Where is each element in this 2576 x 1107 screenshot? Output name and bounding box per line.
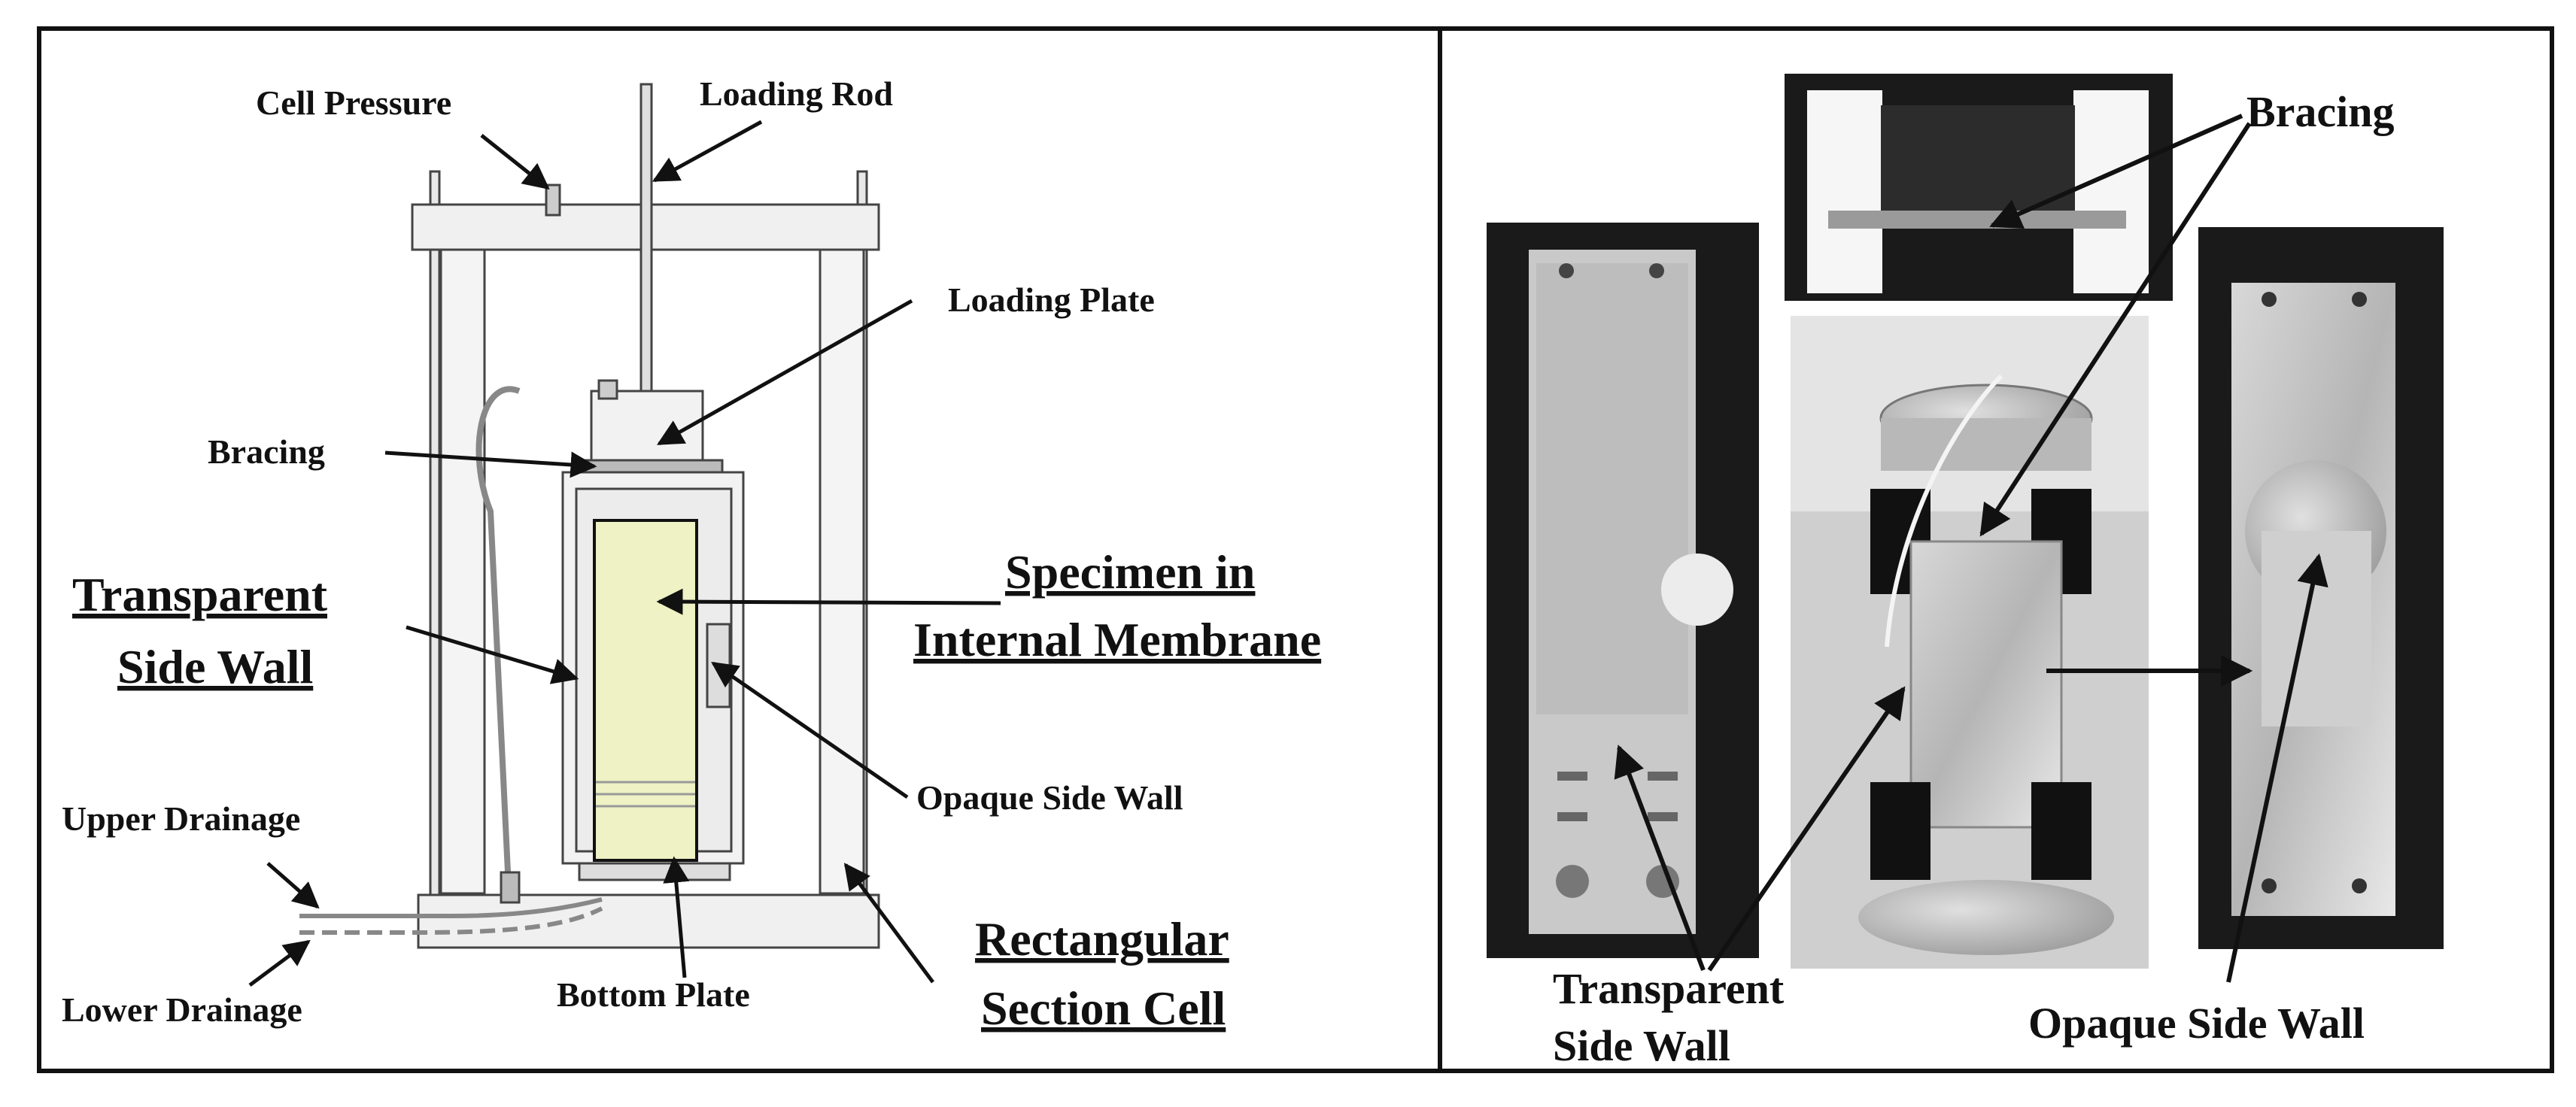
- right-labels: Bracing Transparent Side Wall Opaque Sid…: [1553, 87, 2395, 1070]
- label-specimen-line1: Specimen in: [1005, 545, 1255, 599]
- label-bracing-left: Bracing: [208, 432, 325, 471]
- label-opaque-side-wall-left: Opaque Side Wall: [916, 778, 1183, 817]
- photo-bracing: [1785, 74, 2173, 301]
- right-panel-border: [1438, 26, 2554, 1073]
- loading-plate: [590, 390, 704, 462]
- label-lower-drainage: Lower Drainage: [62, 990, 302, 1029]
- left-labels: Cell Pressure Loading Rod Loading Plate …: [62, 74, 1321, 1035]
- bottom-plate: [578, 862, 731, 881]
- right-arrows: [1614, 114, 2328, 983]
- label-opaque-side-wall-right: Opaque Side Wall: [2028, 999, 2365, 1048]
- cell-schematic: [299, 83, 880, 949]
- photo-transparent-side-wall: [1487, 223, 1759, 958]
- label-upper-drainage: Upper Drainage: [62, 799, 300, 838]
- base-plate: [417, 893, 880, 949]
- drainage-tube: [475, 386, 521, 888]
- left-arrows: [248, 120, 1001, 987]
- specimen: [593, 519, 698, 862]
- label-cell-line1: Rectangular: [975, 912, 1229, 966]
- label-loading-plate: Loading Plate: [948, 281, 1155, 319]
- loading-rod: [639, 83, 653, 394]
- label-transparent-line1: Transparent: [72, 568, 328, 621]
- label-bracing-right: Bracing: [2246, 87, 2395, 136]
- label-transparent-line2: Side Wall: [117, 640, 313, 693]
- label-cell-pressure: Cell Pressure: [256, 83, 451, 122]
- label-cell-line2: Section Cell: [981, 981, 1226, 1035]
- label-specimen-line2: Internal Membrane: [913, 613, 1321, 666]
- label-bottom-plate: Bottom Plate: [557, 975, 750, 1014]
- photo-assembled-cell: [1791, 316, 2149, 969]
- label-transparent-right-line2: Side Wall: [1553, 1021, 1730, 1070]
- label-transparent-right-line1: Transparent: [1553, 964, 1785, 1013]
- photo-opaque-side-wall: [2198, 227, 2444, 949]
- label-loading-rod: Loading Rod: [700, 74, 893, 113]
